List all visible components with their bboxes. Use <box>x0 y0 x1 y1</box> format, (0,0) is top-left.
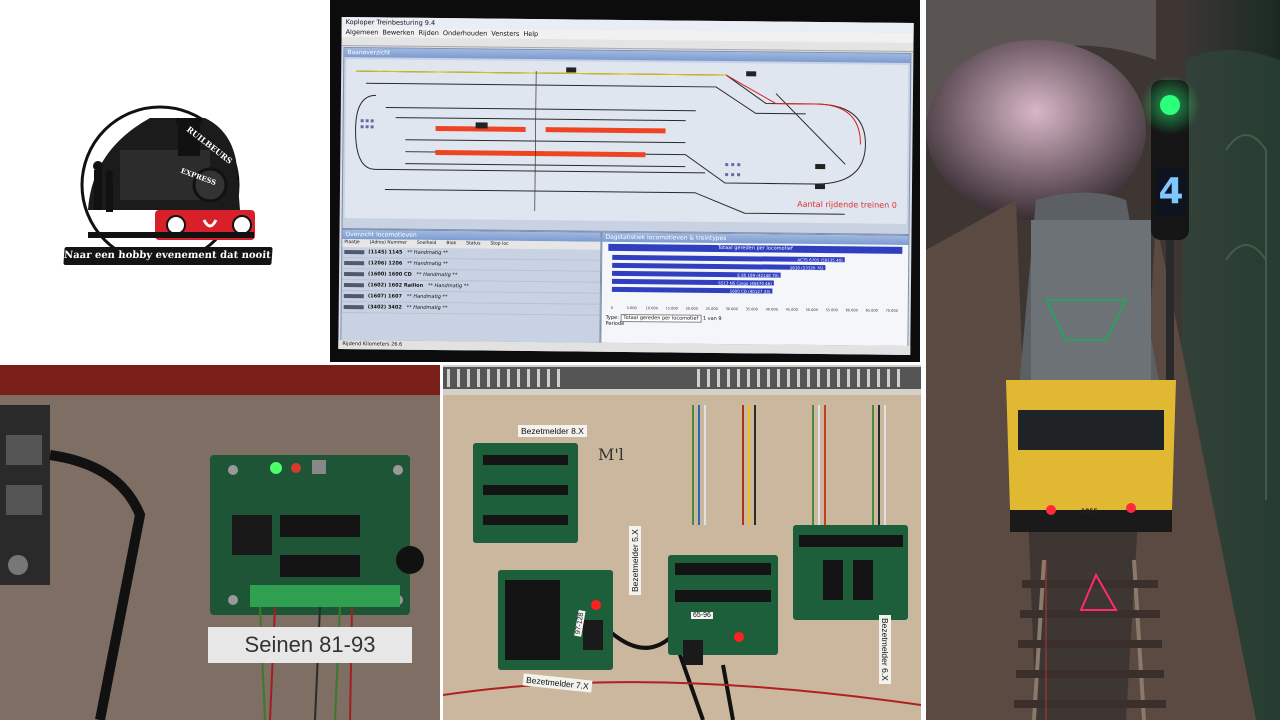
loco-name: (1145) 1145 <box>368 249 403 256</box>
loco-thumb-icon <box>344 250 365 255</box>
range-tag-65-96: 65-96 <box>691 612 713 619</box>
stats-axis-tick: 55.000 <box>826 308 838 312</box>
loco-status: ** Handmatig ** <box>416 271 458 279</box>
logo-panel: RUILBEURS EXPRESS Naar een hobby eveneme… <box>0 0 328 362</box>
stats-bar <box>612 254 845 263</box>
stats-bar-label: ACTS 6705 (58135 40) <box>797 257 843 262</box>
menu-algemeen[interactable]: Algemeen <box>345 28 379 37</box>
handwriting-mark: M'l <box>598 445 624 464</box>
table-row[interactable]: (3402) 3402 ** Handmatig ** <box>341 302 600 316</box>
loco-name: (1206) 1206 <box>368 260 403 267</box>
stats-bar <box>612 262 826 271</box>
loco-name: (3402) 3402 <box>367 304 402 311</box>
col-status: Status <box>466 241 481 247</box>
loco-name: (1600) 1600 CD <box>368 271 412 278</box>
menu-vensters[interactable]: Vensters <box>491 29 520 38</box>
stats-bar-label: E 80 189 (42148 70) <box>737 273 779 278</box>
menu-onderhouden[interactable]: Onderhouden <box>442 29 488 38</box>
stats-bar-label: 6513 NS Cargo (40470 46) <box>718 280 772 286</box>
stats-axis-tick: 35.000 <box>746 307 758 311</box>
stats-bar <box>611 278 774 286</box>
stats-axis-tick: 50.000 <box>806 308 818 312</box>
detector-label-8x: Bezetmelder 8.X <box>518 425 587 437</box>
col-blok: Blok <box>446 241 457 247</box>
stats-type-select[interactable]: Totaal gereden per locomotief <box>620 313 702 323</box>
stats-axis-tick: 40.000 <box>766 307 778 311</box>
decoder-sign: Seinen 81-93 <box>208 627 412 663</box>
menu-rijden[interactable]: Rijden <box>418 28 439 38</box>
track-layout-icon <box>355 67 866 215</box>
stats-axis-tick: 15.000 <box>666 306 678 310</box>
loco-status: ** Handmatig ** <box>407 249 449 257</box>
signal-number-indicator: 4 <box>1156 168 1186 216</box>
locomotive-logo-icon <box>80 105 255 265</box>
stats-axis-tick: 5.000 <box>627 306 637 310</box>
stats-bar <box>612 270 781 278</box>
stats-axis-tick: 45.000 <box>786 308 798 312</box>
loco-thumb-icon <box>343 294 364 299</box>
track-overview-window: Baanoverzicht <box>341 47 912 235</box>
stats-bar-label: 1610 (53320 76) <box>790 265 824 270</box>
locomotive-scene-icon <box>926 0 1280 720</box>
loco-status: ** Handmatig ** <box>407 260 448 268</box>
stats-page: 1 van 9 <box>702 315 722 323</box>
panel-divider <box>328 0 330 362</box>
stats-window: Dagstatistiek locomotieven & treintypes … <box>600 231 910 347</box>
loco-status: ** Handmatig ** <box>427 282 469 290</box>
track-diagram: Aantal rijdende treinen 0 <box>344 59 909 224</box>
detector-scene-icon <box>443 365 921 720</box>
loco-status: ** Handmatig ** <box>406 293 448 301</box>
menu-help[interactable]: Help <box>523 29 539 39</box>
stats-axis-tick: 0 <box>611 306 613 310</box>
loco-thumb-icon <box>344 272 365 277</box>
signal-decoder-photo: Seinen 81-93 <box>0 365 440 720</box>
stats-axis-tick: 60.000 <box>846 308 858 312</box>
detector-label-6x: Bezetmelder 6.X <box>879 615 891 684</box>
col-snelheid: Snelheid <box>416 240 437 247</box>
koploper-window: Koploper Treinbesturing 9.4 Algemeen Bew… <box>338 17 914 355</box>
loco-name: (1602) 1602 Railion <box>367 282 424 289</box>
loco-overview-window: Overzicht locomotieven Plaatje (Adres) N… <box>340 229 602 344</box>
logo-tagline: Naar een hobby evenement dat nooit verve… <box>63 247 322 265</box>
monitor-photo: Koploper Treinbesturing 9.4 Algemeen Bew… <box>330 0 920 362</box>
stats-axis-tick: 25.000 <box>706 307 718 311</box>
loco-number-plate: 1855 <box>1081 508 1098 515</box>
stats-axis-tick: 70.000 <box>886 309 898 313</box>
loco-status: ** Handmatig ** <box>406 304 448 312</box>
detector-label-5x: Bezetmelder 5.X <box>629 526 641 595</box>
col-plaatje: Plaatje <box>344 240 360 246</box>
stats-axis-tick: 65.000 <box>866 309 878 313</box>
loco-thumb-icon <box>343 305 364 310</box>
occupancy-detector-photo: Bezetmelder 8.X Bezetmelder 7.X Bezetmel… <box>443 365 921 720</box>
stats-title: Dagstatistiek locomotieven & treintypes <box>602 232 909 245</box>
decoder-scene-icon <box>0 365 440 720</box>
menu-bewerken[interactable]: Bewerken <box>382 28 415 37</box>
running-trains-count: Aantal rijdende treinen 0 <box>797 199 897 210</box>
stats-bar <box>611 286 773 294</box>
locomotive-photo: 4 1855 <box>926 0 1280 720</box>
stats-axis-tick: 20.000 <box>686 307 698 311</box>
loco-thumb-icon <box>343 283 364 288</box>
stats-bar-label: 1600 CD (40127 33) <box>730 289 771 294</box>
col-stop: Stop loc <box>490 241 509 247</box>
stats-axis-tick: 10.000 <box>646 306 658 310</box>
loco-name: (1607) 1607 <box>367 293 403 300</box>
stats-axis-tick: 30.000 <box>726 307 738 311</box>
loco-thumb-icon <box>344 261 365 266</box>
stats-bar-chart: ACTS 6705 (58135 40) 1610 (53320 76) E 80 … <box>611 254 898 313</box>
